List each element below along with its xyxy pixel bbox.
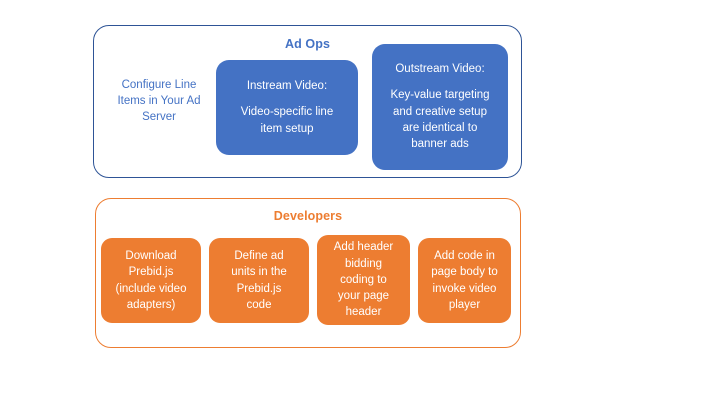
node-outstream-video-line-1: Key-value targeting xyxy=(390,89,490,102)
node-instream-video-heading: Instream Video: xyxy=(246,80,328,93)
node-define-ad-units-line-2: units in the xyxy=(231,266,287,279)
node-download-prebid-line-4: adapters) xyxy=(126,298,176,311)
node-add-header-bidding-code-line-4: your page xyxy=(337,290,390,303)
node-add-page-body-code-line-2: page body to xyxy=(431,266,498,279)
node-download-prebid-line-2: Prebid.js xyxy=(128,266,174,279)
node-add-page-body-code[interactable]: Add code in page body to invoke video pl… xyxy=(418,238,511,323)
node-configure-line-items-line-2: Items in Your Ad xyxy=(117,94,201,107)
node-add-header-bidding-code-line-1: Add header xyxy=(333,241,394,254)
node-add-page-body-code-line-3: invoke video xyxy=(432,282,497,295)
node-define-ad-units[interactable]: Define ad units in the Prebid.js code xyxy=(209,238,309,323)
group-title-developers: Developers xyxy=(273,209,343,223)
node-configure-line-items-line-3: Server xyxy=(142,111,176,124)
node-add-header-bidding-code-line-3: coding to xyxy=(340,273,387,286)
node-add-page-body-code-line-4: player xyxy=(448,298,481,311)
node-add-header-bidding-code-line-5: header xyxy=(345,306,382,319)
node-download-prebid[interactable]: Download Prebid.js (include video adapte… xyxy=(101,238,201,323)
node-download-prebid-line-1: Download xyxy=(125,249,177,262)
node-instream-video-spacer xyxy=(241,94,333,104)
node-outstream-video-line-3: are identical to xyxy=(402,122,478,135)
node-define-ad-units-line-1: Define ad xyxy=(234,249,284,262)
node-outstream-video-heading: Outstream Video: xyxy=(395,63,485,76)
node-instream-video-line-1: Video-specific line xyxy=(240,106,334,119)
node-add-page-body-code-line-1: Add code in xyxy=(434,249,495,262)
node-download-prebid-line-3: (include video xyxy=(115,282,187,295)
node-outstream-video-line-4: banner ads xyxy=(411,138,469,151)
node-define-ad-units-line-3: Prebid.js xyxy=(236,282,282,295)
node-instream-video[interactable]: Instream Video: Video-specific line item… xyxy=(216,60,358,155)
node-add-header-bidding-code[interactable]: Add header bidding coding to your page h… xyxy=(317,235,410,325)
node-outstream-video-spacer xyxy=(390,78,489,88)
node-outstream-video[interactable]: Outstream Video: Key-value targeting and… xyxy=(372,44,508,170)
node-configure-line-items: Configure Line Items in Your Ad Server xyxy=(105,70,213,132)
node-outstream-video-line-2: and creative setup xyxy=(393,105,487,118)
group-title-ad-ops: Ad Ops xyxy=(284,37,331,51)
node-configure-line-items-line-1: Configure Line xyxy=(121,78,197,91)
node-add-header-bidding-code-line-2: bidding xyxy=(344,257,383,270)
node-define-ad-units-line-4: code xyxy=(246,298,272,311)
node-instream-video-line-2: item setup xyxy=(260,122,314,135)
